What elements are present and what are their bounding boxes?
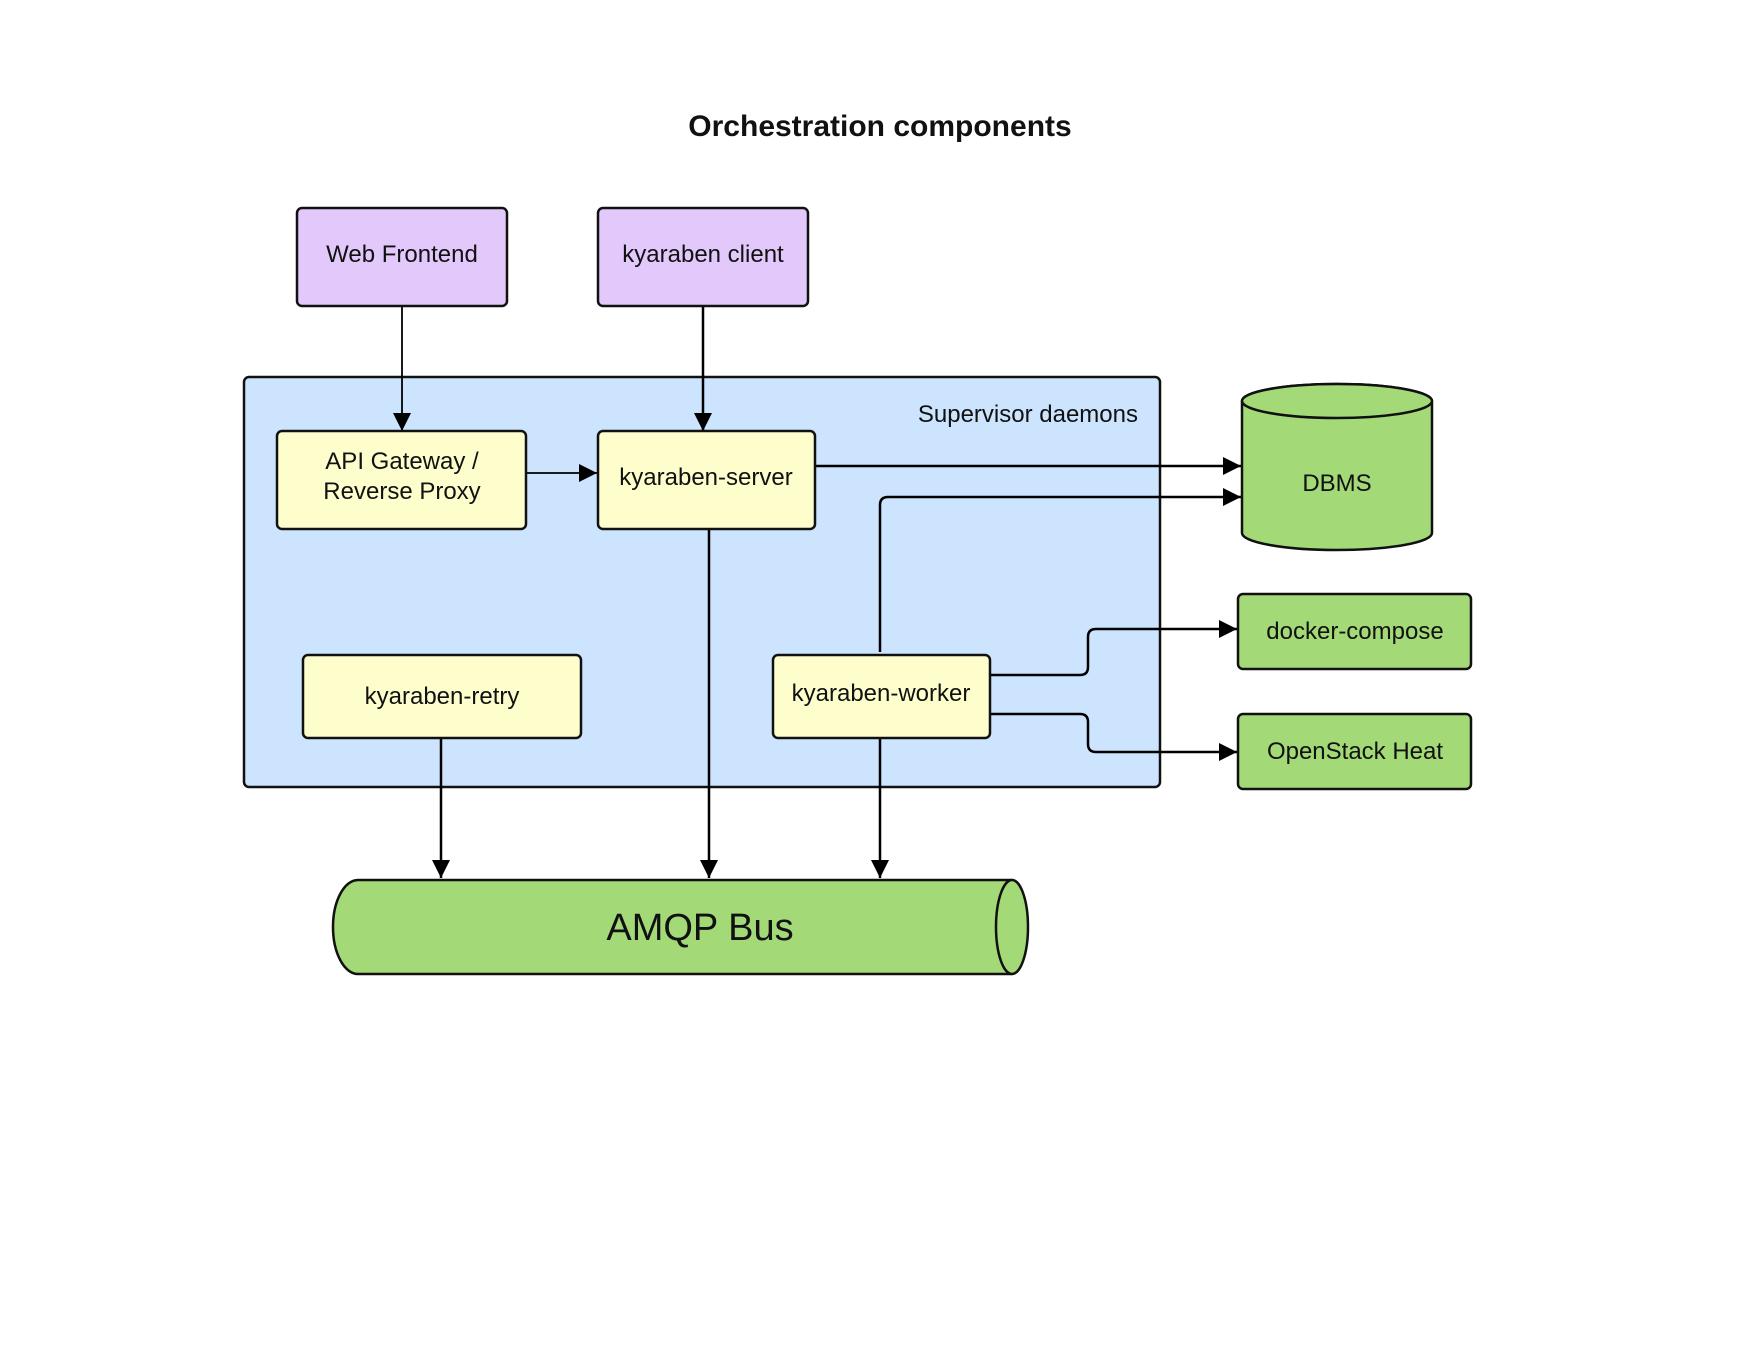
web-frontend-label: Web Frontend [326, 241, 478, 268]
node-openstack-heat: OpenStack Heat [1236, 712, 1473, 791]
supervisor-daemons-label: Supervisor daemons [918, 401, 1138, 428]
node-kyaraben-retry: kyaraben-retry [301, 653, 583, 740]
kyaraben-worker-label: kyaraben-worker [792, 680, 971, 707]
kyaraben-retry-label: kyaraben-retry [365, 683, 520, 710]
edges [393, 307, 1241, 878]
node-kyaraben-server: kyaraben-server [596, 429, 817, 531]
node-amqp-bus: AMQP Bus [331, 878, 1030, 976]
amqp-bus-label: AMQP Bus [606, 907, 793, 949]
node-kyaraben-worker: kyaraben-worker [771, 653, 992, 740]
edge-worker-to-openstack-heat [990, 712, 1237, 761]
docker-compose-label: docker-compose [1266, 618, 1443, 645]
node-dbms: DBMS [1240, 382, 1434, 552]
node-kyaraben-client: kyaraben client [596, 206, 810, 308]
api-gateway-label-line1: API Gateway / [325, 448, 479, 475]
dbms-label: DBMS [1302, 470, 1371, 497]
kyaraben-server-label: kyaraben-server [619, 464, 792, 491]
api-gateway-label-line2: Reverse Proxy [323, 478, 480, 505]
edge-worker-to-docker-compose [990, 620, 1237, 677]
edge-worker-to-dbms [878, 488, 1241, 652]
node-docker-compose: docker-compose [1236, 592, 1473, 671]
diagram-title: Orchestration components [688, 110, 1071, 143]
openstack-heat-label: OpenStack Heat [1267, 738, 1443, 765]
node-web-frontend: Web Frontend [295, 206, 509, 308]
node-api-gateway: API Gateway / Reverse Proxy [275, 429, 528, 531]
kyaraben-client-label: kyaraben client [622, 241, 784, 268]
